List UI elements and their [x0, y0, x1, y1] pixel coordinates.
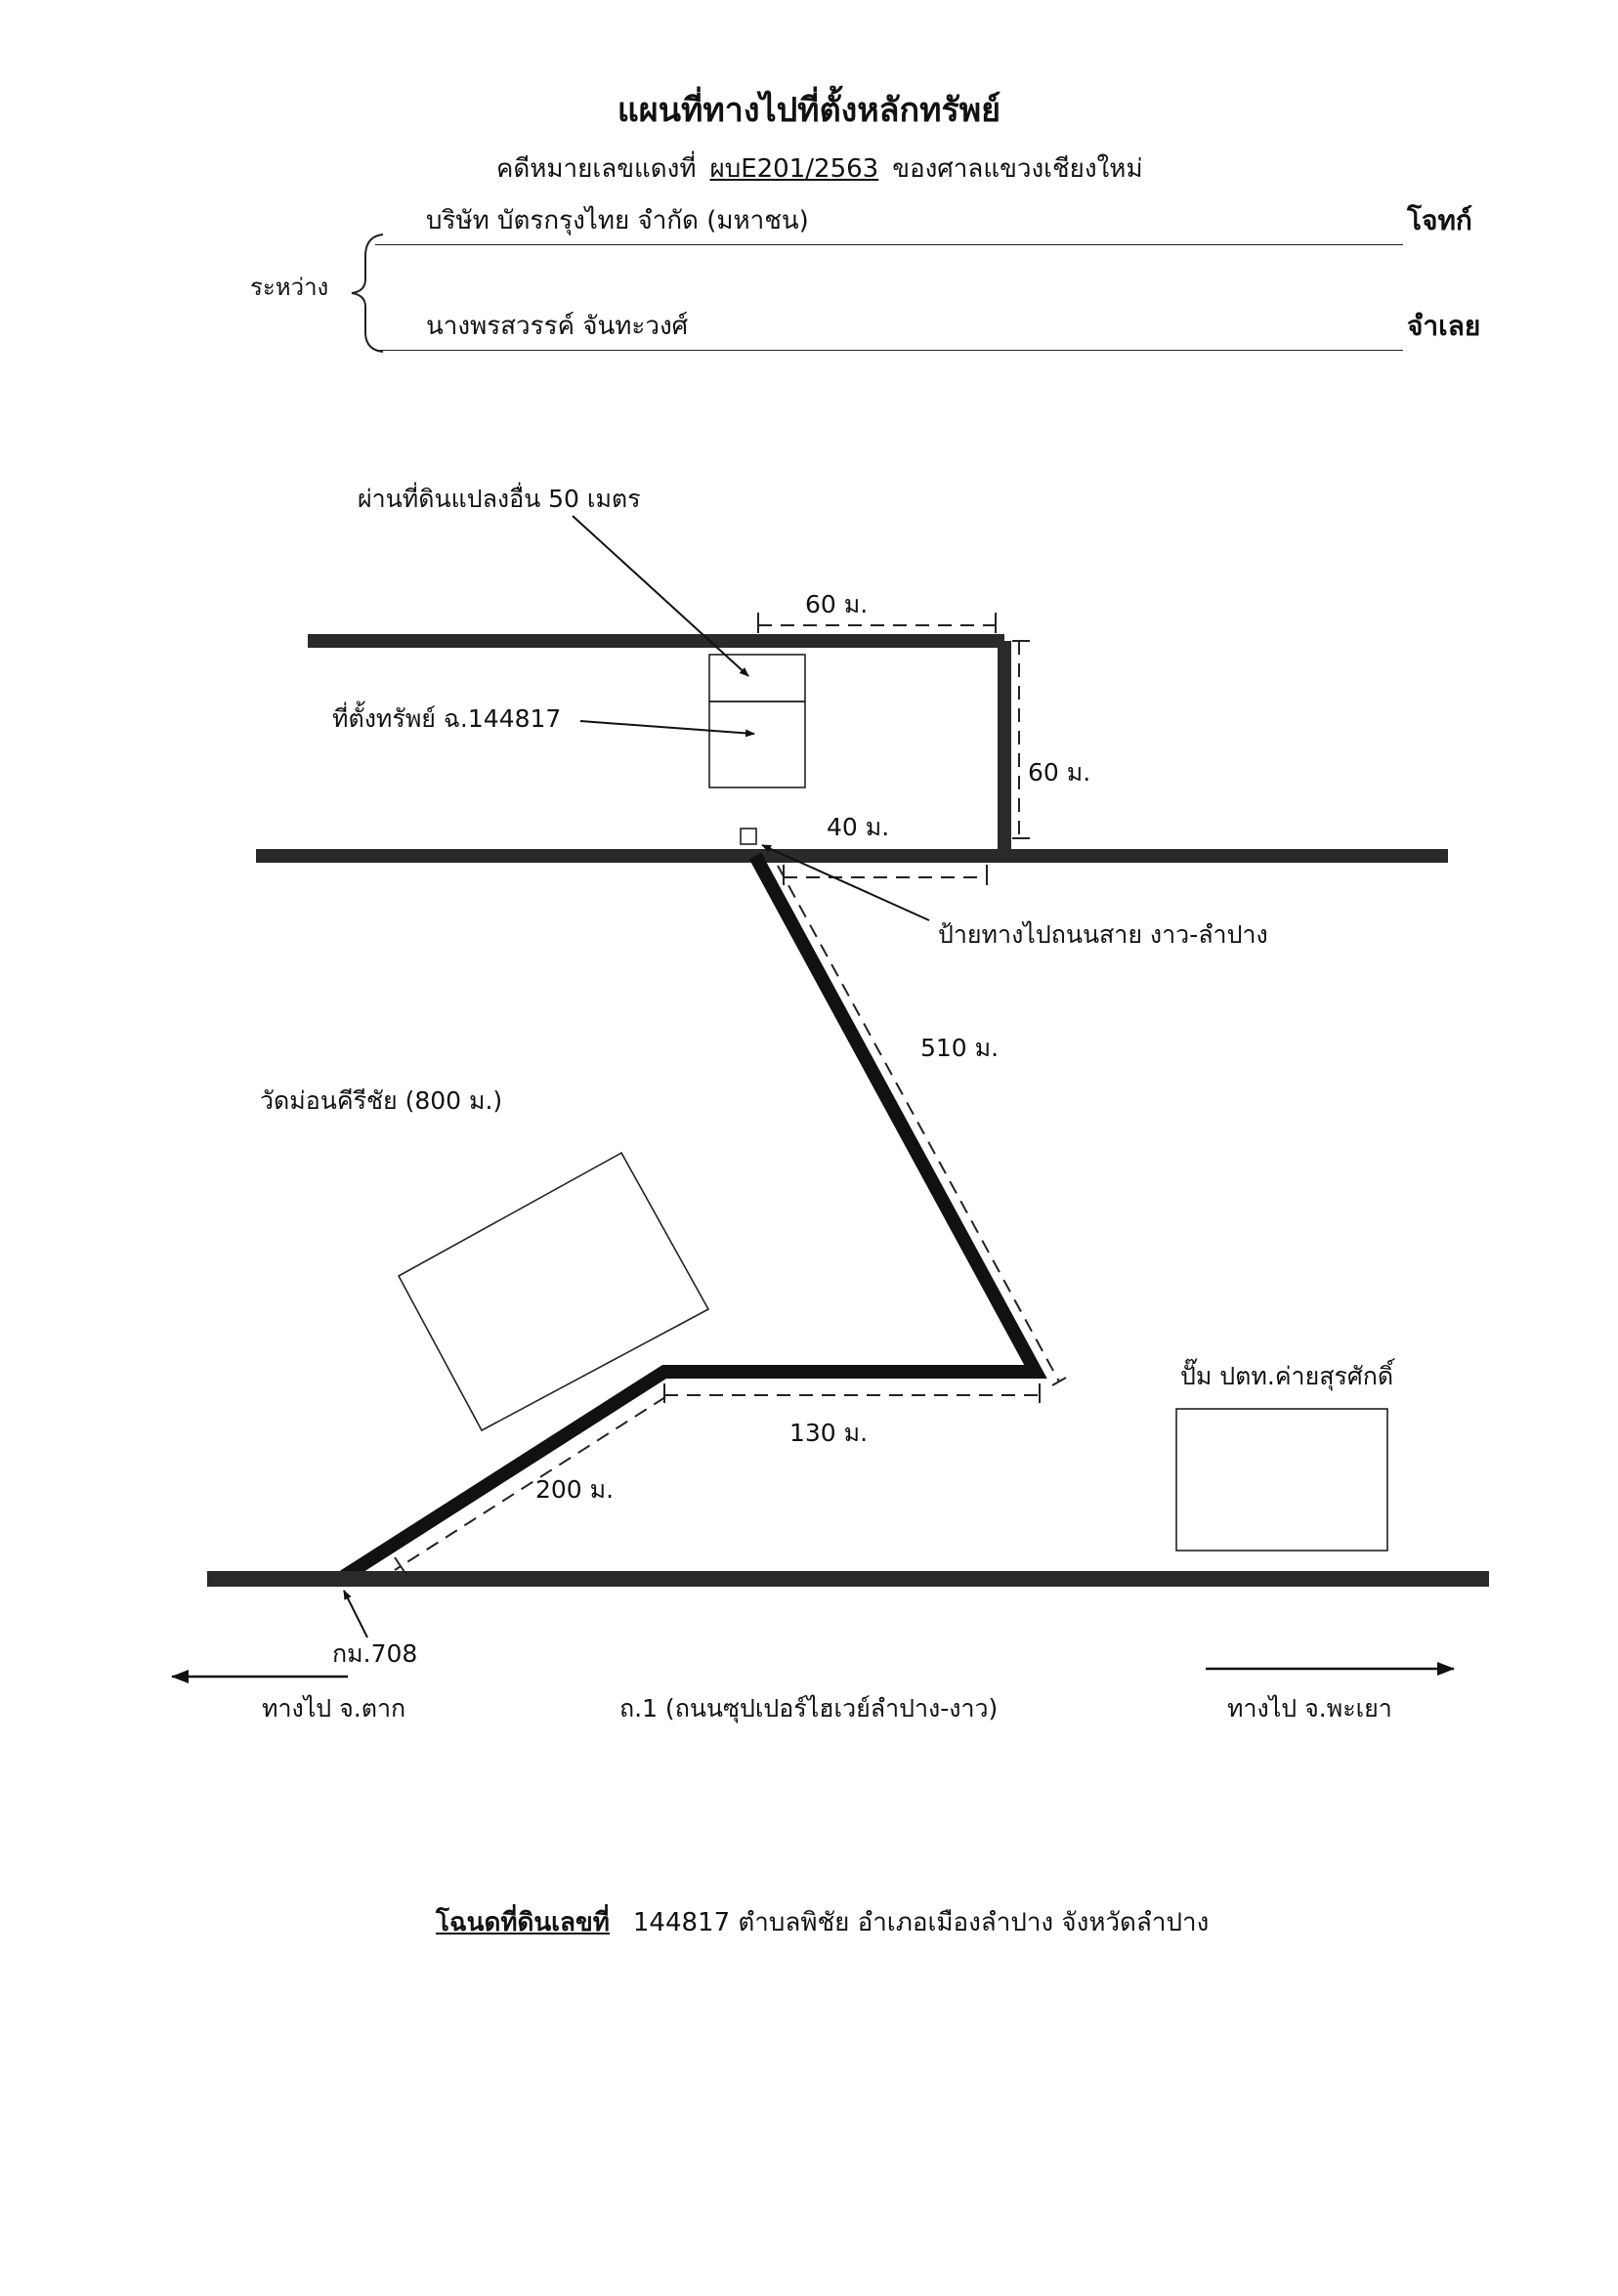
label-dist-middle: 130 ม.: [789, 1419, 869, 1447]
property-parcel-upper: [708, 654, 806, 702]
temple-building: [397, 1151, 710, 1432]
defendant-line: นางพรสวรรค์ จันทะวงศ์ จำเลย: [375, 310, 1480, 351]
label-dist-top: 60 ม.: [805, 590, 869, 618]
defendant-name: นางพรสวรรค์ จันทะวงศ์: [426, 312, 689, 341]
label-dist-lower-diagonal: 200 ม.: [535, 1475, 615, 1504]
label-dist-right: 60 ม.: [1028, 758, 1091, 787]
deed-detail: 144817 ตำบลพิชัย อำเภอเมืองลำปาง จังหวัด…: [632, 1908, 1210, 1937]
label-km-marker: กม.708: [332, 1639, 418, 1668]
label-dist-diagonal: 510 ม.: [920, 1034, 1000, 1062]
dim-line-diagonal: [777, 865, 1060, 1382]
dim-line-lower-diagonal: [394, 1396, 666, 1571]
label-property-location: ที่ตั้งทรัพย์ ฉ.144817: [332, 704, 562, 733]
case-line: คดีหมายเลขแดงที่ ผบE201/2563 ของศาลแขวงเชี…: [496, 156, 1143, 182]
case-number: ผบE201/2563: [709, 154, 879, 184]
label-direction-right: ทางไป จ.พะเยา: [1227, 1694, 1392, 1722]
label-direction-left: ทางไป จ.ตาก: [262, 1694, 406, 1722]
defendant-role: จำเลย: [1407, 310, 1481, 342]
label-highway: ถ.1 (ถนนซุปเปอร์ไฮเวย์ลำปาง-งาว): [619, 1694, 999, 1722]
label-temple: วัดม่อนคีรีชัย (800 ม.): [260, 1086, 503, 1115]
label-dist-lower: 40 ม.: [827, 813, 890, 841]
plaintiff-role: โจทก์: [1407, 204, 1472, 236]
road-sign-marker: [740, 828, 757, 845]
connecting-road: [336, 852, 1047, 1585]
property-parcel-lower: [708, 701, 806, 788]
deed-label: โฉนดที่ดินเลขที่: [436, 1908, 610, 1937]
label-gas-station: ปั๊ม ปตท.ค่ายสุรศักดิ์: [1180, 1362, 1394, 1390]
label-through-land: ผ่านที่ดินแปลงอื่น 50 เมตร: [358, 485, 641, 513]
case-prefix: คดีหมายเลขแดงที่: [496, 154, 697, 184]
between-label: ระหว่าง: [250, 274, 329, 301]
deed-line: โฉนดที่ดินเลขที่ 144817 ตำบลพิชัย อำเภอเม…: [436, 1910, 1209, 1935]
label-road-sign: ป้ายทางไปถนนสาย งาว-ลำปาง: [938, 920, 1268, 949]
arrow-property-location: [579, 720, 755, 738]
arrow-through-land: [572, 515, 749, 677]
page-title: แผนที่ทางไปที่ตั้งหลักทรัพย์: [617, 91, 1001, 130]
arrow-road-sign: [761, 844, 930, 921]
plaintiff-name: บริษัท บัตรกรุงไทย จำกัด (มหาชน): [426, 206, 809, 235]
court-name: ของศาลแขวงเชียงใหม่: [892, 154, 1143, 184]
arrow-km-marker: [343, 1590, 368, 1638]
plaintiff-line: บริษัท บัตรกรุงไทย จำกัด (มหาชน) โจทก์: [375, 204, 1472, 245]
gas-station-building: [1175, 1408, 1388, 1552]
